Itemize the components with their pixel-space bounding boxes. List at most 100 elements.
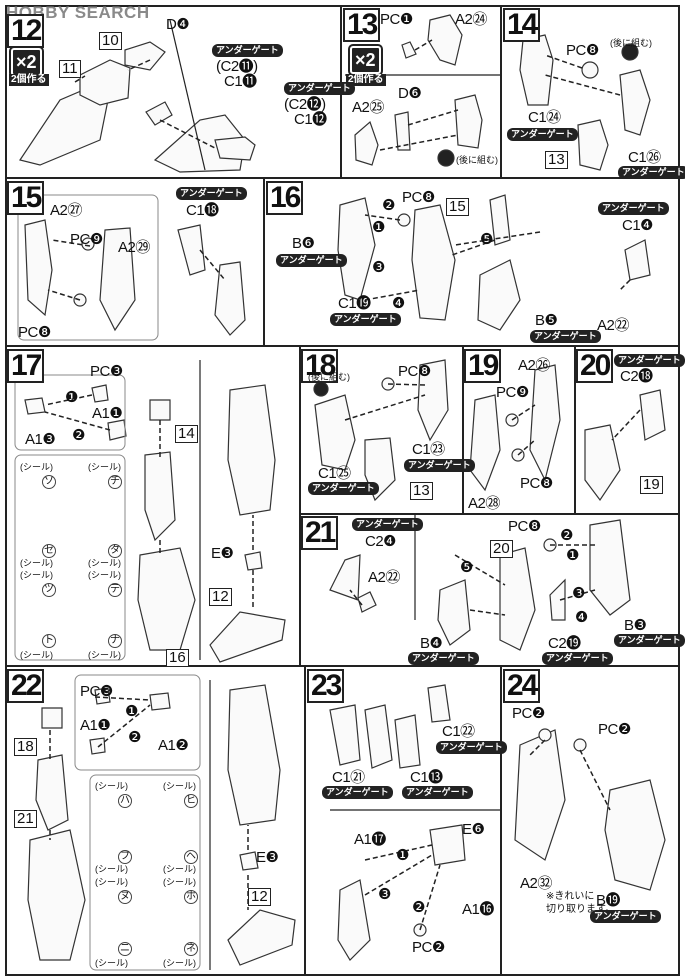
d4-part <box>124 41 166 71</box>
step-order-marker: ❷ <box>128 729 141 746</box>
step-order-marker: ❺ <box>480 231 493 248</box>
sticker-marker: ニ <box>118 942 132 956</box>
ref-step-box: 16 <box>166 649 189 667</box>
under-gate-badge: アンダーゲート <box>408 652 479 665</box>
part-label: PC❽ <box>520 475 553 492</box>
seal-label: (シール) <box>95 958 128 968</box>
ref-step-box: 15 <box>446 198 469 216</box>
assemble-later-note: (後に組む) <box>610 38 652 48</box>
ref-step-box: 10 <box>99 32 122 50</box>
sticker-marker: ネ <box>184 942 198 956</box>
sticker-marker: タ <box>108 544 122 558</box>
ref-step-box: 20 <box>490 540 513 558</box>
part-label: A1❷ <box>158 737 189 754</box>
under-gate-badge: アンダーゲート <box>598 202 669 215</box>
part-label: (C2⓫) <box>216 58 258 75</box>
under-gate-badge: アンダーゲート <box>402 786 473 799</box>
part-label: PC❽ <box>18 324 51 341</box>
knee-part <box>79 59 131 106</box>
part-label: C1⓭ <box>410 769 443 786</box>
ref-step-box: 19 <box>640 476 663 494</box>
part-label: C1㉖ <box>628 149 661 166</box>
sticker-frames <box>14 194 201 971</box>
ref-step-box: 12 <box>209 588 232 606</box>
part-label: A2㉔ <box>455 11 487 28</box>
part-label: B❻ <box>292 235 315 252</box>
seal-label: (シール) <box>88 462 121 472</box>
seal-label: (シール) <box>95 864 128 874</box>
part-label: C2⓳ <box>548 635 581 652</box>
under-gate-badge: アンダーゲート <box>322 786 393 799</box>
step-order-marker: ❷ <box>412 899 425 916</box>
part-label: PC❷ <box>412 939 445 956</box>
step-order-marker: ❶ <box>125 703 138 720</box>
ref-step-box: 18 <box>14 738 37 756</box>
seal-label: (シール) <box>20 558 53 568</box>
quantity-badge: ×2 <box>348 44 383 76</box>
ref-step-box: 21 <box>14 810 37 828</box>
step-number: 22 <box>7 669 45 703</box>
seal-label: (シール) <box>88 558 121 568</box>
part-label: C1㉑ <box>332 769 365 786</box>
step-number: 16 <box>266 181 304 215</box>
part-label: C2❹ <box>365 533 397 550</box>
assembly-arrows <box>44 39 641 931</box>
part-label: PC❶ <box>380 11 413 28</box>
part-label: A2㉘ <box>468 495 500 512</box>
under-gate-badge: アンダーゲート <box>330 313 401 326</box>
sticker-marker: ツ <box>42 583 56 597</box>
step-order-marker: ❶ <box>396 847 409 864</box>
ref-step-box: 13 <box>410 482 433 500</box>
seal-label: (シール) <box>20 462 53 472</box>
part-label: C1❹ <box>622 217 654 234</box>
part-label: C1㉔ <box>528 109 561 126</box>
sticker-marker: チ <box>108 475 122 489</box>
cut-cleanly-note: ※きれいに <box>546 891 595 902</box>
seal-label: (シール) <box>95 877 128 887</box>
seal-label: (シール) <box>20 570 53 580</box>
part-label: D❻ <box>398 85 422 102</box>
assemble-later-note: (後に組む) <box>308 372 350 382</box>
sticker-marker: ヌ <box>118 890 132 904</box>
part-label: C2⓲ <box>620 368 653 385</box>
under-gate-badge: アンダーゲート <box>618 166 685 179</box>
step-order-marker: ❹ <box>392 295 405 312</box>
part-label: E❻ <box>462 821 485 838</box>
step-order-marker: ❸ <box>372 259 385 276</box>
part-label: C1㉕ <box>318 465 351 482</box>
sticker-marker: ヘ <box>184 850 198 864</box>
under-gate-badge: アンダーゲート <box>590 910 661 923</box>
part-label: PC❷ <box>512 705 545 722</box>
part-label: A1⓰ <box>462 901 494 918</box>
seal-label: (シール) <box>163 864 196 874</box>
make-count-label: 2個作る <box>346 74 386 86</box>
step-order-marker: ❺ <box>460 559 473 576</box>
step-order-marker: ❹ <box>575 609 588 626</box>
seal-label: (シール) <box>88 570 121 580</box>
sticker-marker: フ <box>118 850 132 864</box>
under-gate-badge: アンダーゲート <box>542 652 613 665</box>
part-label: PC❷ <box>598 721 631 738</box>
part-label: PC❸ <box>80 683 113 700</box>
step-order-marker: ❸ <box>572 585 585 602</box>
seal-label: (シール) <box>163 877 196 887</box>
under-gate-badge: アンダーゲート <box>284 82 355 95</box>
part-label: PC❽ <box>402 189 435 206</box>
seal-label: (シール) <box>20 650 53 660</box>
part-label: A2㉒ <box>597 317 629 334</box>
under-gate-badge: アンダーゲート <box>614 634 685 647</box>
part-label: PC❽ <box>566 42 599 59</box>
ref-step-box: 11 <box>59 60 81 78</box>
step-number: 18 <box>301 349 339 383</box>
part-label: A2㉕ <box>352 99 384 116</box>
under-gate-badge: アンダーゲート <box>436 741 507 754</box>
part-label: A1⓱ <box>354 831 386 848</box>
part-label: C1⓫ <box>224 73 257 90</box>
sticker-marker: セ <box>42 544 56 558</box>
under-gate-badge: アンダーゲート <box>530 330 601 343</box>
seal-label: (シール) <box>95 781 128 791</box>
sticker-marker: ナ <box>108 634 122 648</box>
make-count-label: 2個作る <box>9 74 49 86</box>
ref-step-box: 14 <box>175 425 198 443</box>
